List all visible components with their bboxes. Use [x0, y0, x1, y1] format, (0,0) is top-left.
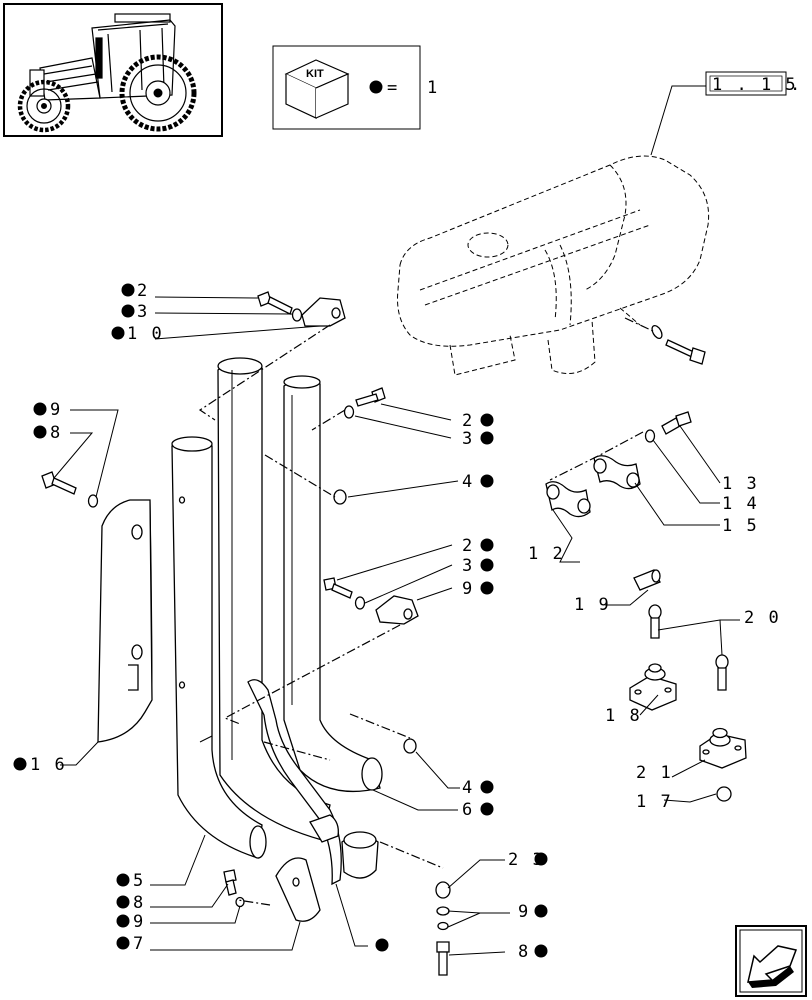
studs-20	[648, 604, 729, 691]
top-bracket	[257, 291, 346, 327]
tractor-thumbnail	[3, 3, 223, 137]
callout-9a: 9	[50, 400, 62, 420]
callout-23: 2 3	[508, 850, 545, 870]
callout-8b: 8	[133, 893, 145, 913]
spacer-19	[633, 569, 661, 591]
callout-9d: 9	[518, 902, 530, 922]
kit-legend: KIT = 1	[272, 45, 439, 130]
bullet-icon	[369, 80, 383, 94]
kit-label: KIT	[306, 68, 324, 80]
callout-6: 6	[462, 800, 474, 820]
callout-3c: 3	[462, 556, 474, 576]
callout-21: 2 1	[636, 763, 673, 783]
callout-16: 1 6	[30, 755, 67, 775]
callout-3b: 3	[462, 429, 474, 449]
callout-2b: 2	[462, 411, 474, 431]
callout-8c: 8	[518, 942, 530, 962]
nut-17	[716, 786, 732, 802]
muffler-bolt	[624, 317, 706, 365]
callout-20: 2 0	[744, 608, 781, 628]
callout-3a: 3	[137, 302, 149, 322]
callout-labels: 2 3 1 0 9 8 2 3 4 2 3 9 1 3 1 4 1 5 1 2 …	[13, 281, 781, 962]
shield-bolt	[41, 471, 99, 508]
callout-9c: 9	[133, 912, 145, 932]
reference-suffix: .	[790, 75, 802, 95]
lower-bolt	[223, 869, 245, 908]
elbow-clamp	[309, 814, 379, 879]
callout-7: 7	[133, 934, 145, 954]
pipe-bolt-upper	[333, 387, 386, 505]
callout-18: 1 8	[605, 706, 642, 726]
callout-17: 1 7	[636, 792, 673, 812]
rubber-mount-18	[629, 663, 677, 711]
callout-9b: 9	[462, 579, 474, 599]
assembly-lines	[198, 324, 644, 906]
kit-equals: =	[387, 78, 399, 98]
callout-2a: 2	[137, 281, 149, 301]
callout-14: 1 4	[722, 494, 759, 514]
leader-lines	[53, 296, 740, 956]
exhaust-pipe-outer	[171, 436, 267, 859]
next-page-button[interactable]	[735, 925, 807, 997]
bottom-clip	[275, 857, 321, 922]
callout-10: 1 0	[127, 324, 164, 344]
callout-12: 1 2	[528, 544, 565, 564]
muffler-outline	[397, 155, 710, 376]
callout-blank-dot	[375, 938, 389, 952]
bottom-mount-stack	[435, 881, 451, 976]
heat-shield	[97, 499, 153, 743]
callout-4a: 4	[462, 472, 474, 492]
callout-8a: 8	[50, 423, 62, 443]
exhaust-pipe-inner	[283, 375, 383, 793]
callout-2c: 2	[462, 536, 474, 556]
small-tube	[247, 679, 342, 886]
washer-part	[403, 738, 417, 754]
callout-4b: 4	[462, 778, 474, 798]
u-clamps	[545, 411, 692, 518]
callout-15: 1 5	[722, 516, 759, 536]
pipe-bolt-middle	[323, 577, 419, 625]
rubber-mount-21	[699, 727, 747, 769]
kit-quantity: 1	[427, 78, 439, 98]
reference-box: 1 . 1 5 .	[650, 71, 802, 156]
callout-19: 1 9	[574, 595, 611, 615]
callout-5: 5	[133, 871, 145, 891]
reference-number: 1 . 1 5	[712, 75, 798, 95]
callout-13: 1 3	[722, 474, 759, 494]
